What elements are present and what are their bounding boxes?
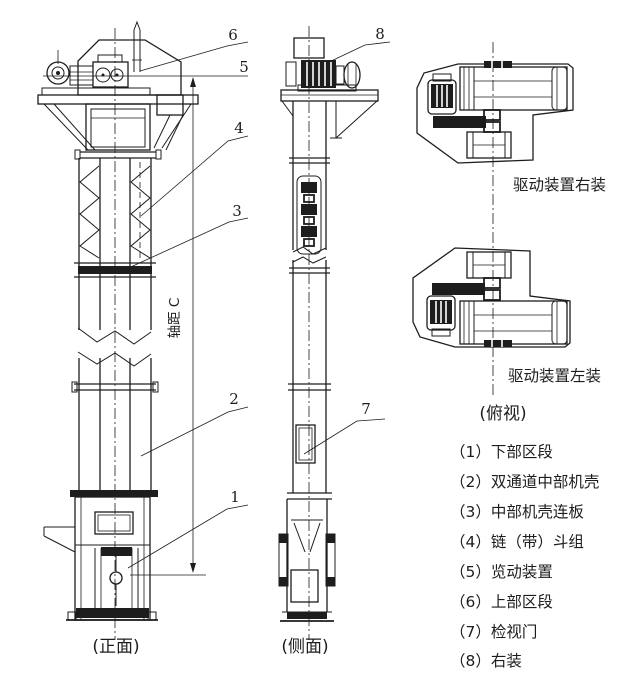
callout-1: 1 (230, 488, 240, 506)
casing-connecting-plate (74, 262, 156, 278)
dimension-axis-distance (130, 77, 206, 576)
side-brace (281, 100, 378, 139)
callout-6: 6 (228, 26, 238, 44)
callout-2: 2 (229, 390, 239, 408)
legend-item-3: （3）中部机壳连板 (450, 503, 584, 521)
top-view-caption: (俯视) (479, 404, 526, 424)
break-symbol (77, 327, 152, 367)
callout-4: 4 (234, 119, 244, 137)
inspection-door (295, 424, 316, 464)
head-platform (37, 94, 199, 105)
callout-numbers: 6 5 4 3 2 1 8 7 (228, 25, 385, 506)
motor-right-top (427, 73, 457, 115)
callout-3: 3 (232, 202, 242, 220)
front-gearbox (92, 54, 129, 88)
side-boot (278, 492, 336, 622)
upper-flange (74, 149, 162, 160)
boot-window (94, 511, 134, 535)
drive-right-outline (416, 63, 574, 164)
boot-section (43, 490, 158, 621)
motor-left-top (426, 295, 456, 337)
upper-casing (85, 103, 151, 151)
legend-item-4: （4）链（带）斗组 (450, 533, 584, 551)
front-motor (46, 50, 94, 86)
drive-right-label: 驱动装置右装 (513, 176, 606, 194)
head-drum-left (459, 300, 568, 345)
drive-left-label: 驱动装置左装 (508, 367, 601, 385)
legend-item-5: （5）览动装置 (450, 563, 553, 581)
legend-item-2: （2）双通道中部机壳 (450, 473, 599, 491)
side-break-symbol (292, 246, 327, 264)
drive-right-view (416, 61, 574, 164)
legend-item-1: （1）下部区段 (450, 443, 553, 461)
side-view (278, 26, 379, 640)
drive-left-view (412, 247, 571, 348)
legend: （1）下部区段 （2）双通道中部机壳 （3）中部机壳连板 （4）链（带）斗组 （… (450, 443, 599, 670)
drive-left-outline (412, 247, 571, 348)
discharge-outlet (153, 94, 184, 151)
drive-belt-right (433, 116, 486, 128)
callout-7: 7 (361, 400, 371, 418)
motor-baseplate (41, 87, 151, 96)
tension-pulley (109, 571, 123, 585)
chain-cutaway (296, 175, 322, 255)
legend-item-7: （7）检视门 (450, 623, 537, 641)
legend-item-6: （6）上部区段 (450, 593, 553, 611)
callout-8: 8 (375, 25, 385, 43)
vent-pipe (132, 20, 142, 72)
mid-flange (71, 381, 159, 393)
head-drum-right (459, 66, 568, 111)
top-views (412, 42, 574, 398)
side-platform (280, 89, 379, 102)
callout-leaders (121, 41, 391, 569)
side-motor (285, 60, 361, 92)
drive-belt-left (432, 283, 485, 295)
drive-drum-left (466, 251, 512, 279)
inlet-chute (43, 526, 76, 553)
callout-5: 5 (239, 58, 249, 76)
side-head-box (293, 37, 325, 59)
front-view-caption: (正面) (92, 637, 139, 657)
front-view (37, 20, 248, 640)
boot-base-band (76, 608, 149, 618)
bucket-chain (79, 165, 151, 259)
side-column (288, 101, 331, 493)
drive-drum-right (466, 131, 512, 159)
axis-distance-label: 轴距 C (167, 298, 183, 339)
tensioning-device (94, 547, 139, 613)
side-view-caption: (侧面) (281, 637, 328, 657)
middle-casing-channels (78, 158, 152, 490)
platform-braces (43, 103, 192, 151)
legend-item-8: （8）右装 (450, 652, 522, 670)
